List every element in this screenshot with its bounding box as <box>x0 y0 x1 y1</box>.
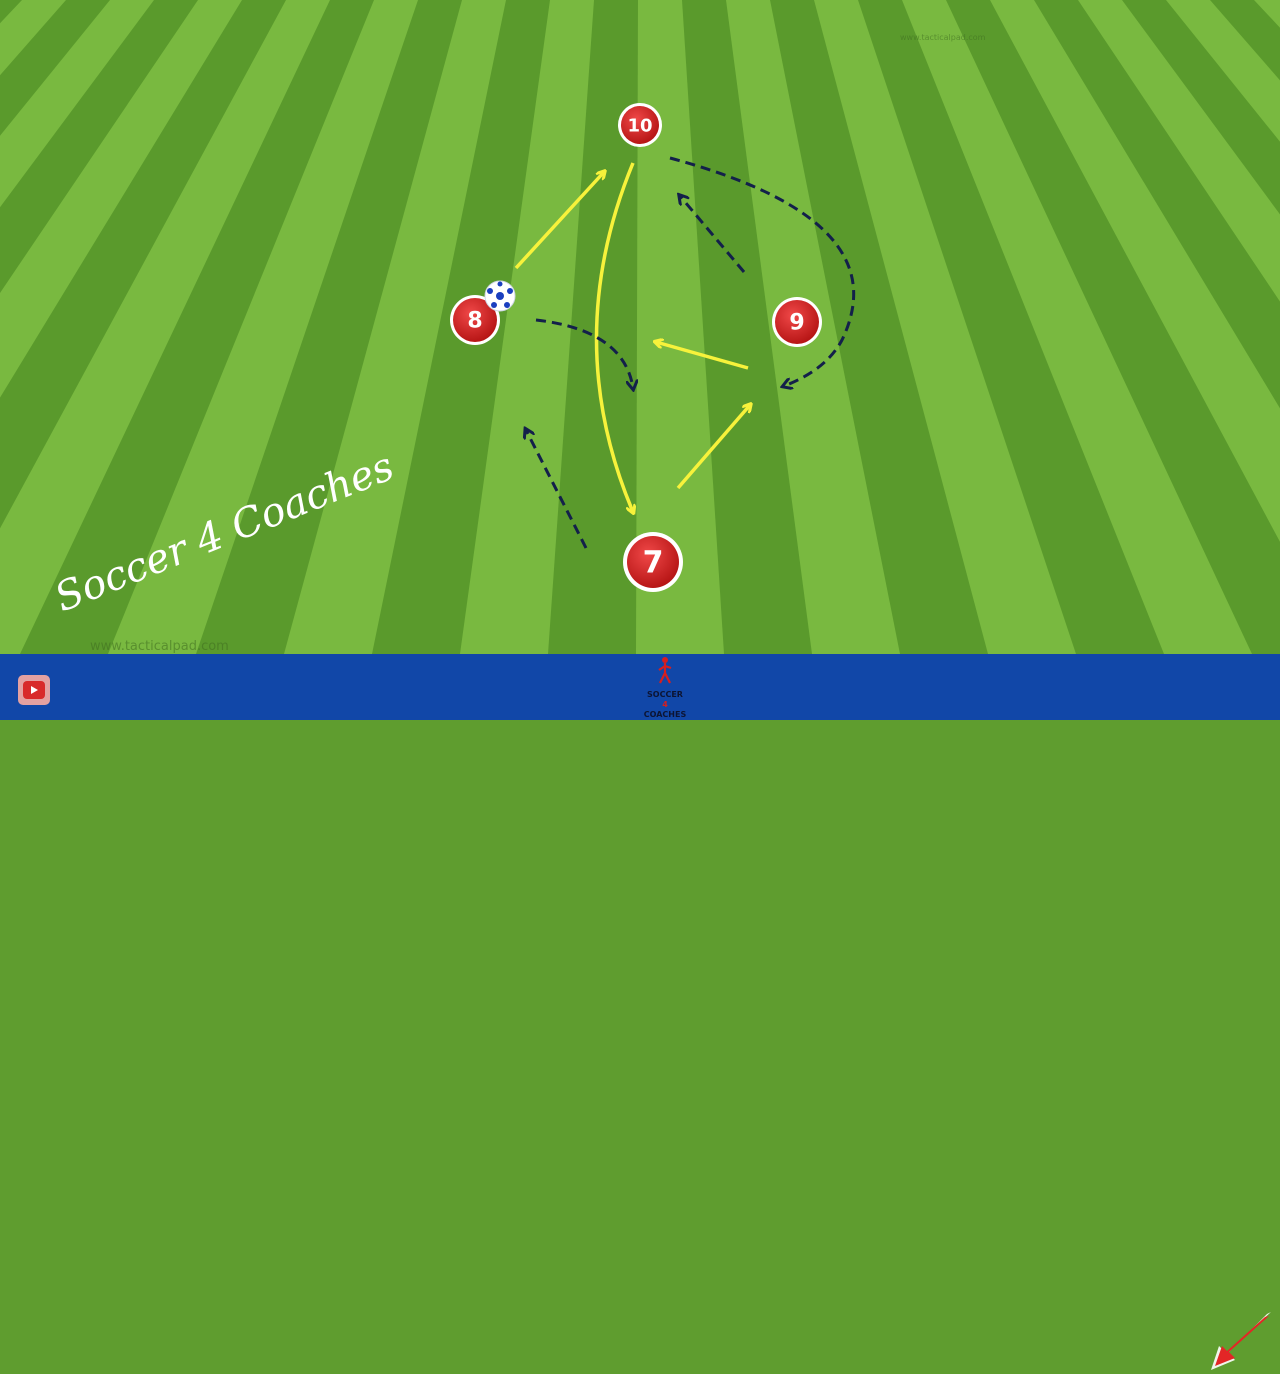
run-arrow-8-to-center <box>535 318 633 388</box>
pitch-stripe <box>0 0 330 654</box>
tactics-diagram: www.tacticalpad.com www.tacticalpad.com … <box>0 0 1280 654</box>
run-arrow-7-to-8space <box>526 430 588 549</box>
player-8-number: 8 <box>467 309 482 334</box>
pitch-stripe <box>1166 0 1280 142</box>
player-8[interactable]: 8 <box>450 295 500 345</box>
pitch-stripe <box>1078 0 1280 302</box>
logo-line-3: COACHES <box>643 710 687 719</box>
pass-arrow-8-to-10 <box>514 172 604 270</box>
player-10-number: 10 <box>627 116 652 137</box>
watermark-url: www.tacticalpad.com <box>90 639 229 654</box>
pitch-stripe <box>0 0 242 398</box>
youtube-play-icon[interactable] <box>18 675 50 705</box>
player-9[interactable]: 9 <box>772 297 822 347</box>
run-arrow-10-to-9space <box>669 156 856 386</box>
pitch-stripe <box>636 0 724 654</box>
player-9-number: 9 <box>789 311 804 336</box>
soccer-ball-icon[interactable] <box>484 280 516 312</box>
youtube-play-icon-inner <box>23 681 45 699</box>
pitch-stripe <box>460 0 594 654</box>
pitch-stripe <box>990 0 1280 542</box>
watermark-top-right: www.tacticalpad.com <box>900 33 986 42</box>
soccer-4-coaches-logo: SOCCER 4 COACHES <box>620 656 710 719</box>
pass-arrow-9space-to-center <box>656 342 749 370</box>
pitch-stripe <box>0 0 66 76</box>
red-arrow-pointer-icon <box>1211 1312 1271 1370</box>
play-triangle-icon <box>31 686 38 694</box>
pitch-stripe <box>108 0 418 654</box>
player-7-number: 7 <box>643 546 664 581</box>
pitch-stripe <box>284 0 506 654</box>
logo-line-2: 4 <box>662 700 668 709</box>
player-7[interactable]: 7 <box>623 532 683 592</box>
player-10[interactable]: 10 <box>618 103 662 147</box>
pass-arrow-7-to-9space <box>676 405 750 490</box>
pass-arrow-10-to-7 <box>594 162 634 512</box>
player-figure-icon <box>658 657 672 684</box>
pitch-stripe <box>0 0 154 208</box>
logo-line-1: SOCCER <box>647 690 683 699</box>
run-arrow-9-to-10 <box>680 196 746 273</box>
pitch-stripe <box>1254 0 1280 28</box>
soccer-pitch: www.tacticalpad.com www.tacticalpad.com … <box>0 0 1280 654</box>
footer-bar: SOCCER 4 COACHES <box>0 654 1280 1370</box>
pitch-stripe <box>814 0 1076 654</box>
pitch-stripe <box>902 0 1252 654</box>
